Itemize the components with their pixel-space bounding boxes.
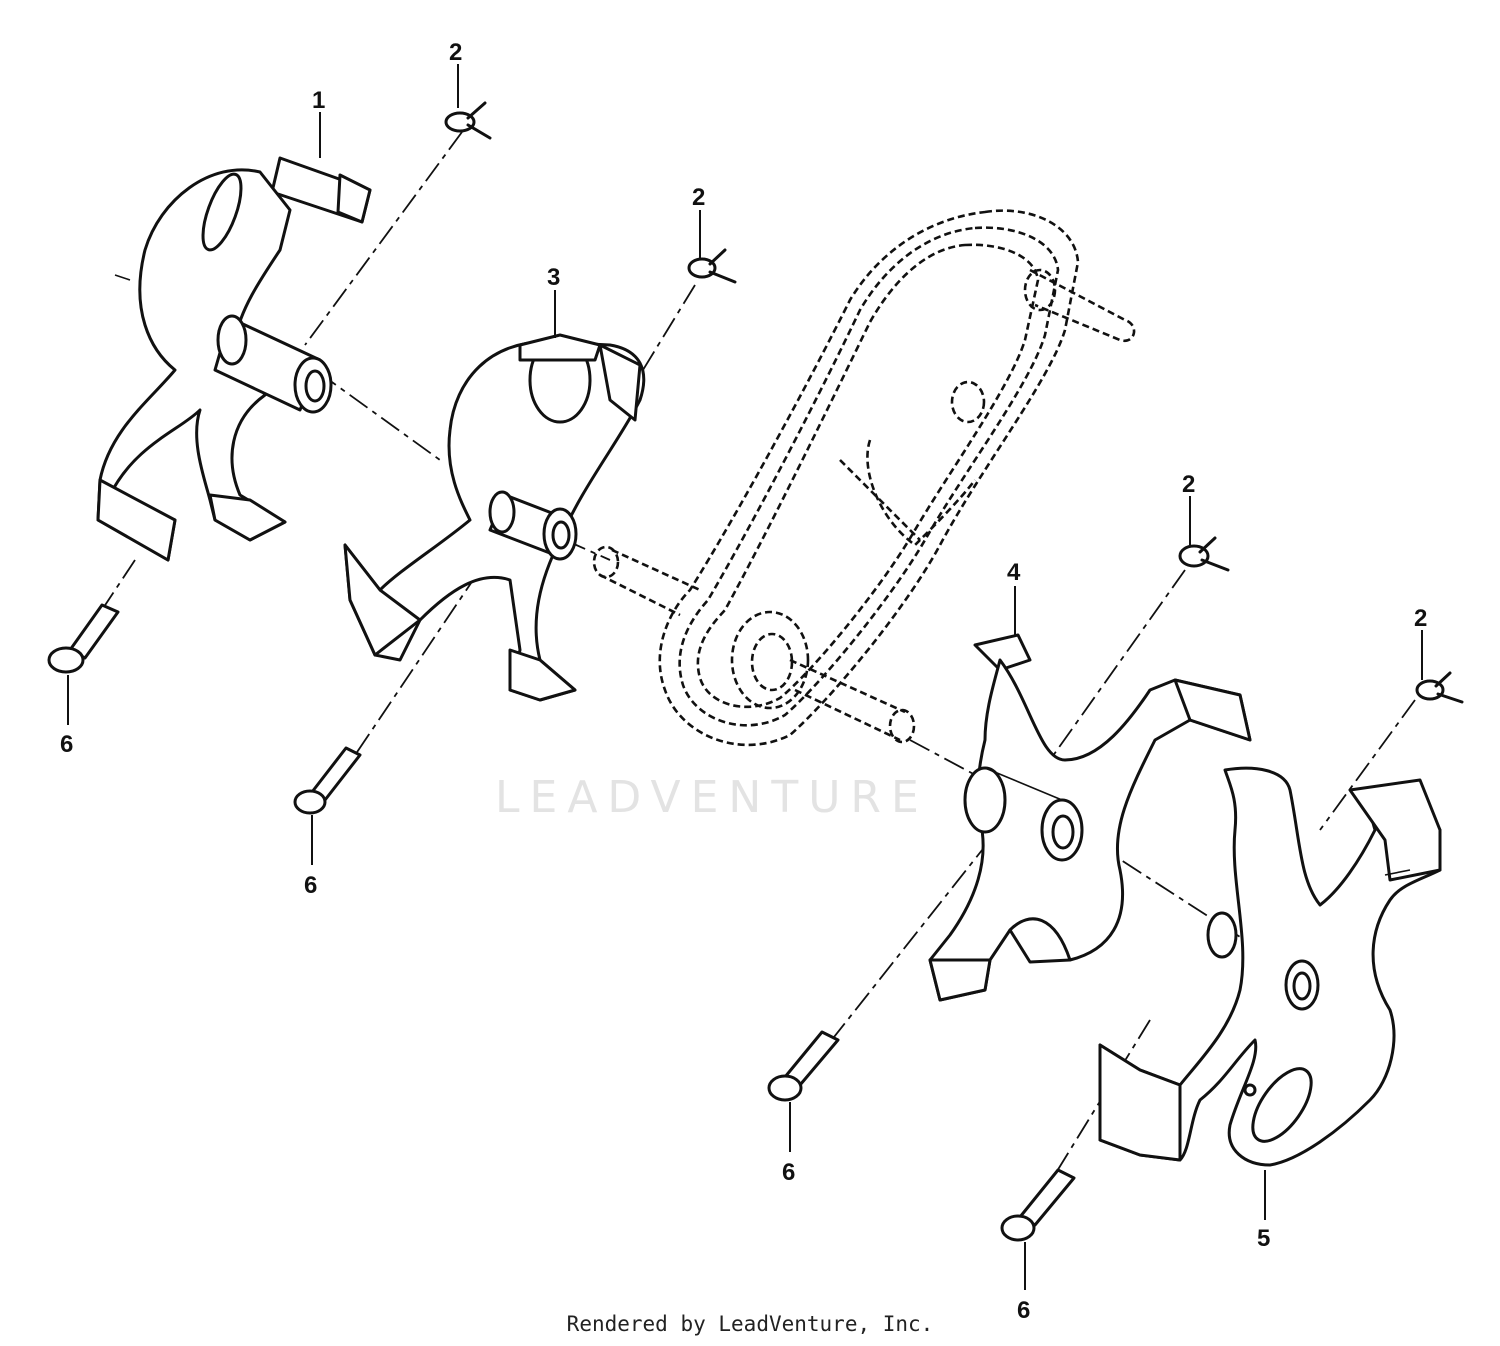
callout-3: 3 <box>547 264 560 291</box>
callout-leaders <box>67 64 1423 1290</box>
tine-4 <box>928 633 1252 1002</box>
tine-3 <box>343 333 646 702</box>
callout-5: 5 <box>1257 1225 1270 1252</box>
footer-credit: Rendered by LeadVenture, Inc. <box>566 1312 934 1336</box>
hairpin-clip-3 <box>1178 536 1230 572</box>
callout-2-c: 2 <box>1182 471 1195 498</box>
clevis-pin-3 <box>767 1030 840 1102</box>
callout-6-c: 6 <box>782 1159 795 1186</box>
callout-2-a: 2 <box>449 39 462 66</box>
hairpin-clip-1 <box>444 101 492 140</box>
tine-1 <box>96 156 372 562</box>
callout-1: 1 <box>312 87 325 114</box>
watermark: LEADVENTURE <box>495 772 929 823</box>
callout-2-d: 2 <box>1414 605 1427 632</box>
callout-2-b: 2 <box>692 184 705 211</box>
callout-6-b: 6 <box>304 872 317 899</box>
clevis-pin-4 <box>1000 1168 1076 1242</box>
callout-6-d: 6 <box>1017 1297 1030 1324</box>
hairpin-clip-4 <box>1415 671 1464 704</box>
tine-5 <box>1098 766 1442 1167</box>
clevis-pin-1 <box>47 603 120 674</box>
clevis-pin-2 <box>293 746 362 815</box>
tine-gearbox-housing <box>592 209 1136 747</box>
hairpin-clip-2 <box>687 248 737 284</box>
callout-6-a: 6 <box>60 731 73 758</box>
callout-4: 4 <box>1007 559 1021 586</box>
